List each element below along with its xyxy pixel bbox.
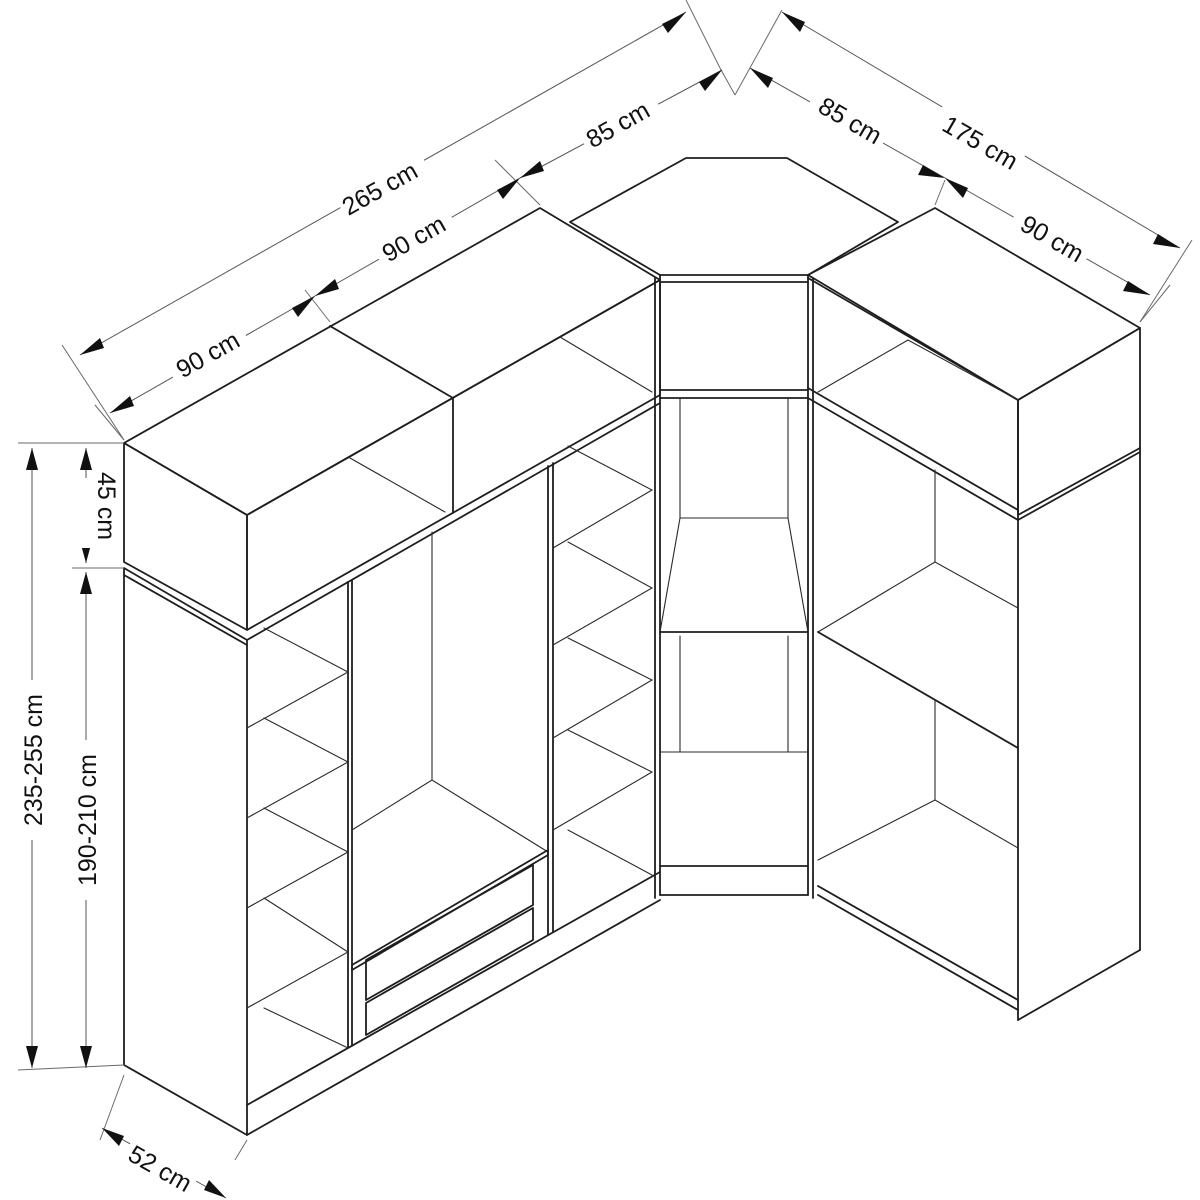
dimension-lines: [26, 11, 1181, 1199]
label-depth: 52 cm: [123, 1140, 196, 1198]
label-corner-right: 85 cm: [814, 92, 887, 150]
right-wing: [807, 207, 1141, 1021]
label-top-box-height: 45 cm: [92, 472, 120, 540]
label-body-height: 190-210 cm: [74, 754, 102, 886]
extension-lines: [17, 0, 1193, 1161]
left-main-body: [123, 402, 661, 1136]
label-right-module: 90 cm: [1016, 210, 1089, 268]
dimension-labels: 265 cm 90 cm 90 cm 85 cm 85 cm 175 cm 90…: [16, 85, 1095, 1200]
wardrobe-drawing: [123, 157, 1141, 1136]
label-total-height: 235-255 cm: [20, 694, 48, 826]
corner-unit: [569, 157, 899, 899]
left-top-boxes: [123, 207, 661, 631]
